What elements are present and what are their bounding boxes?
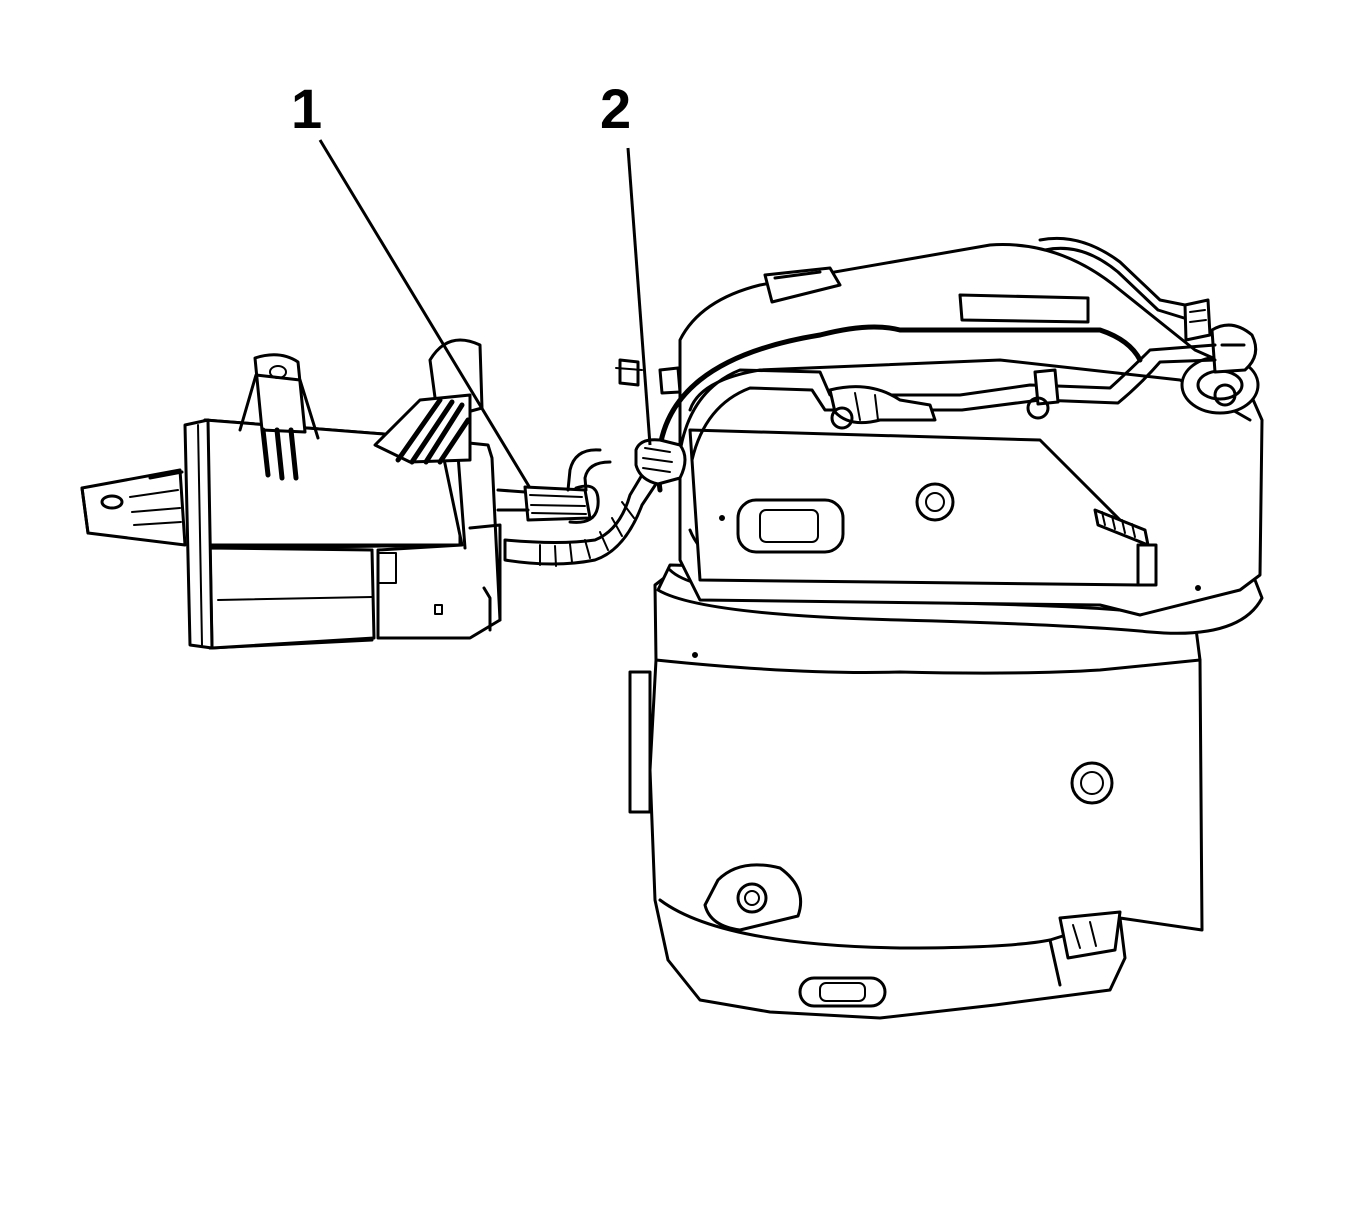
fuel-pump-module — [1180, 323, 1260, 415]
fuel-feed-line — [655, 236, 1217, 493]
fuel-tank-assembly — [615, 236, 1264, 1020]
canister-top-strap — [238, 353, 320, 481]
canister-vent-hose — [373, 338, 484, 465]
callout-label-1: 1 — [291, 77, 322, 140]
canister-mount-bracket — [80, 468, 187, 547]
fuel-line-connector-2 — [566, 438, 687, 492]
callout-leader-lines — [318, 139, 652, 489]
wiring-harness — [503, 468, 662, 567]
callout-label-2: 2 — [600, 77, 631, 140]
evap-canister — [80, 338, 502, 650]
leader-line-1 — [318, 139, 532, 489]
electrical-connector-1 — [496, 484, 600, 524]
leader-line-2 — [626, 147, 652, 446]
